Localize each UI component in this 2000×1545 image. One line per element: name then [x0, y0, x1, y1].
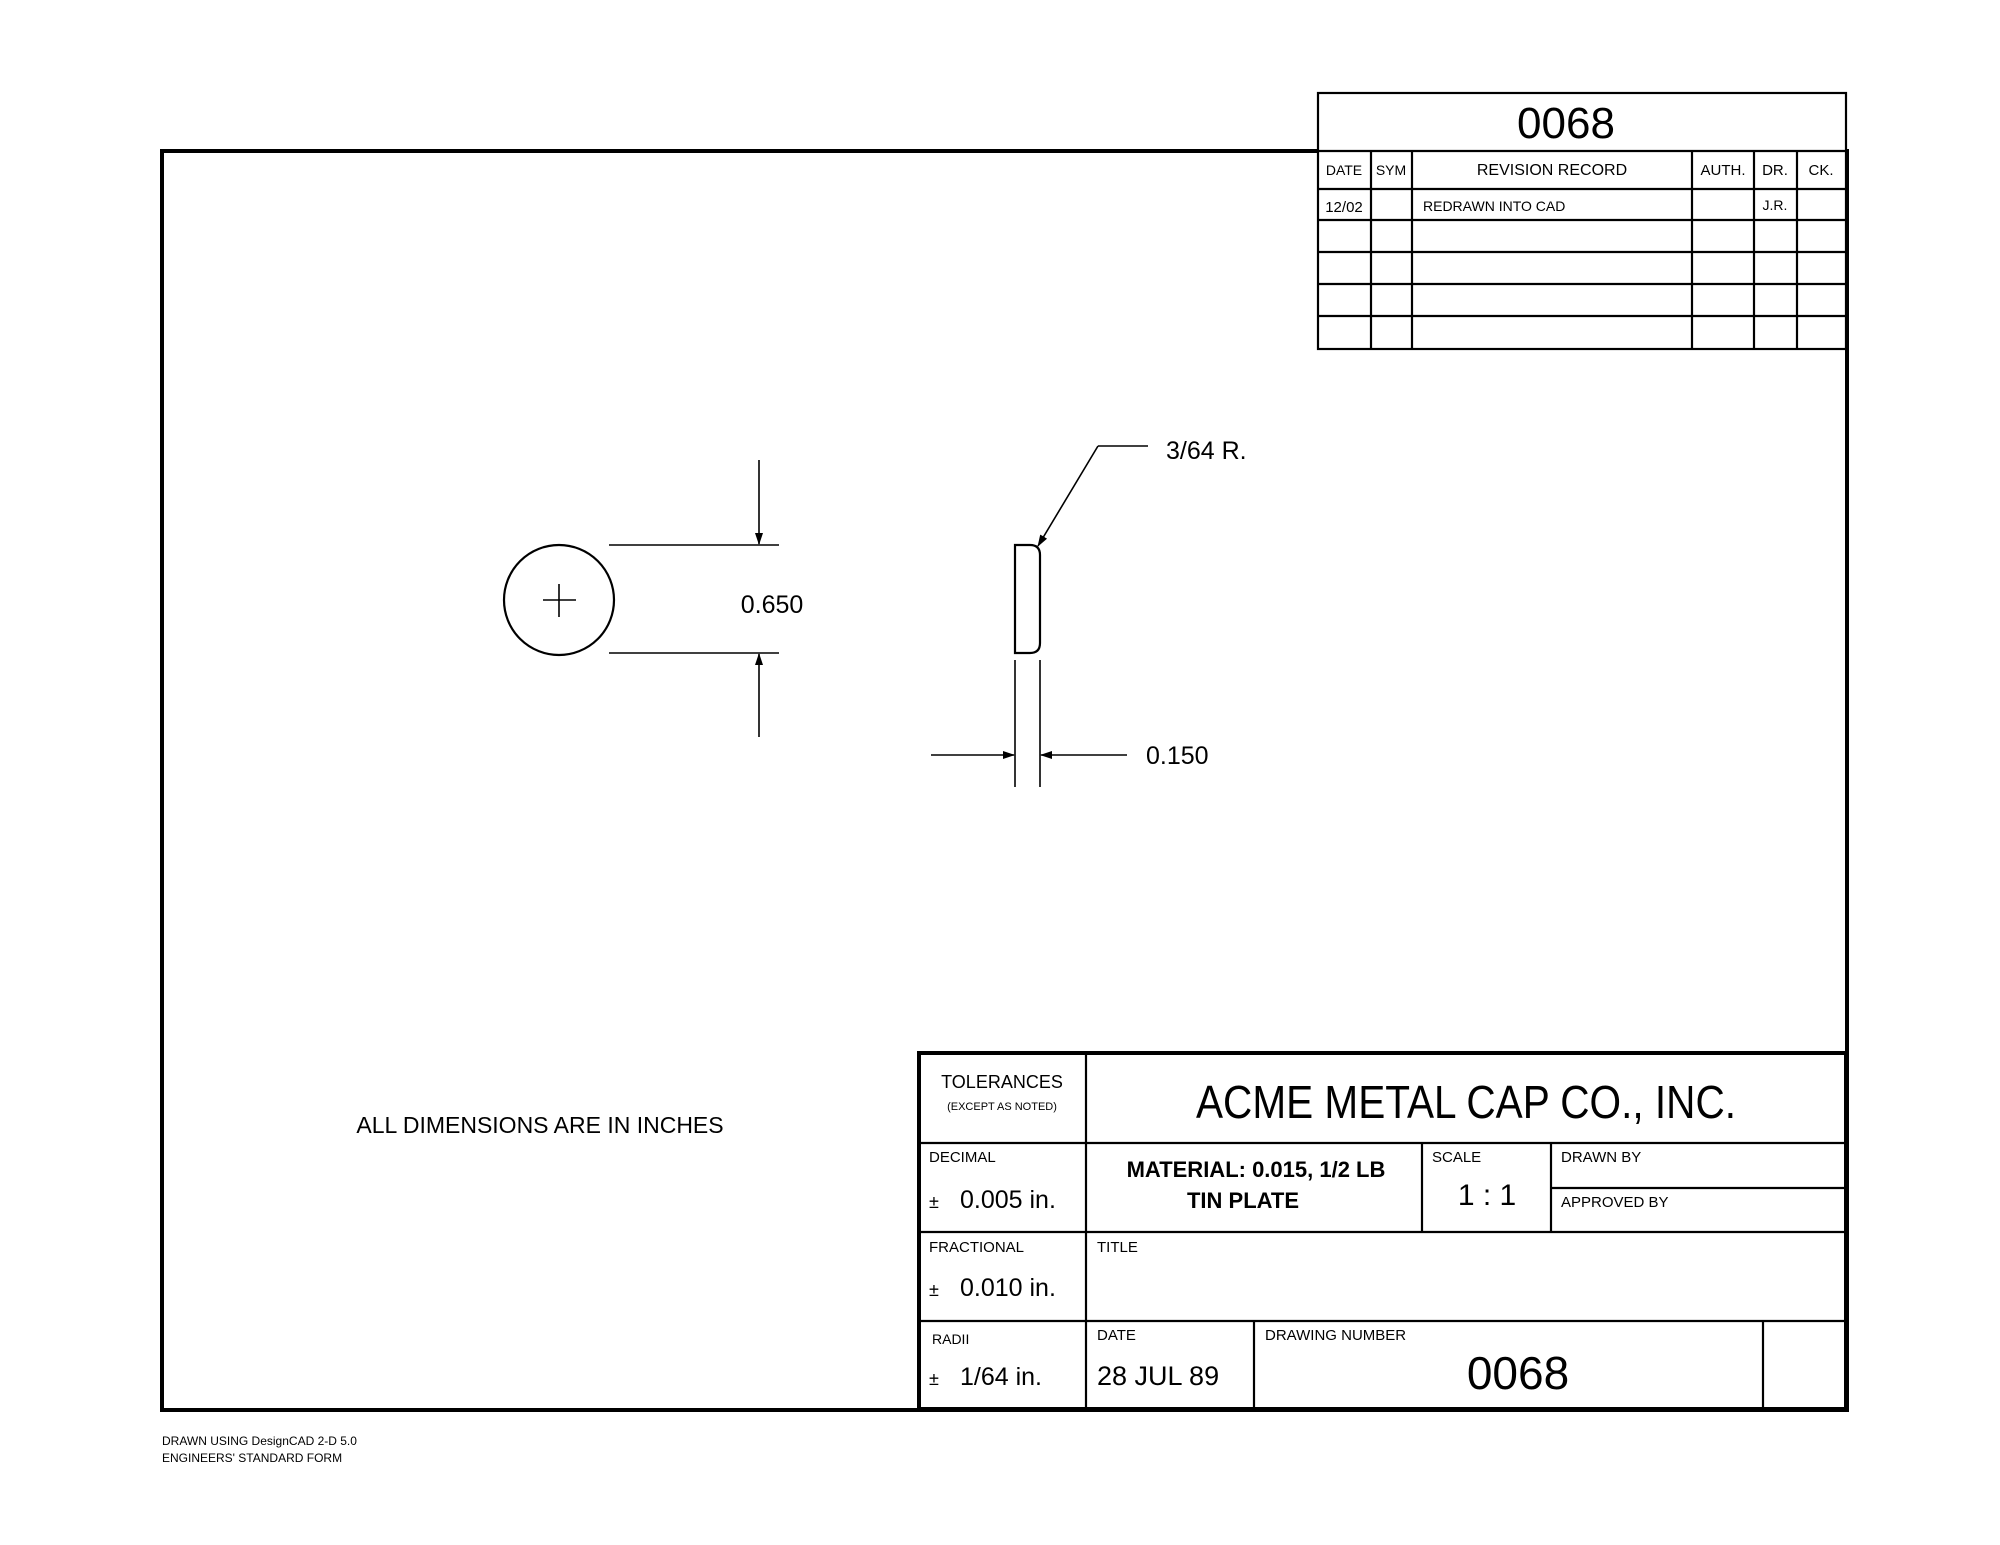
diameter-label: 0.650 — [741, 591, 804, 619]
rev-header-date: DATE — [1326, 162, 1362, 178]
rev-row-dr: J.R. — [1763, 197, 1788, 213]
diameter-dimension: 0.650 — [609, 460, 803, 737]
side-view — [1013, 543, 1042, 655]
fractional-label: FRACTIONAL — [929, 1239, 1024, 1256]
decimal-plus-minus: ± — [929, 1192, 939, 1212]
footer-software: DRAWN USING DesignCAD 2-D 5.0 — [162, 1434, 357, 1448]
drawn-by-label: DRAWN BY — [1561, 1149, 1641, 1166]
radii-label: RADII — [932, 1331, 969, 1347]
decimal-label: DECIMAL — [929, 1149, 996, 1166]
disc-profile — [1013, 543, 1042, 655]
revision-drawing-number: 0068 — [1517, 99, 1615, 148]
scale-label: SCALE — [1432, 1149, 1481, 1166]
drawing-number-label: DRAWING NUMBER — [1265, 1327, 1406, 1344]
tolerances-label: TOLERANCES — [941, 1072, 1063, 1092]
decimal-value: 0.005 in. — [960, 1186, 1056, 1214]
rev-header-record: REVISION RECORD — [1477, 162, 1627, 179]
fractional-plus-minus: ± — [929, 1280, 939, 1300]
material-line-1: MATERIAL: 0.015, 1/2 LB — [1127, 1157, 1386, 1182]
title-label: TITLE — [1097, 1239, 1138, 1256]
rev-header-dr: DR. — [1762, 162, 1788, 179]
radius-label: 3/64 R. — [1166, 437, 1247, 465]
date-value: 28 JUL 89 — [1097, 1361, 1219, 1391]
front-view — [502, 543, 616, 657]
thickness-dimension: 0.150 — [931, 660, 1209, 787]
radius-callout: 3/64 R. — [1037, 437, 1247, 547]
radius-leader-arrow — [1037, 445, 1099, 547]
units-note: ALL DIMENSIONS ARE IN INCHES — [356, 1112, 723, 1138]
title-block: TOLERANCES (EXCEPT AS NOTED) ACME METAL … — [917, 1051, 1848, 1411]
revision-block: 0068 DATE SYM REVISION RECORD AUTH. DR. … — [1316, 91, 1848, 351]
company-name: ACME METAL CAP CO., INC. — [1196, 1076, 1736, 1128]
footer-form: ENGINEERS' STANDARD FORM — [162, 1451, 342, 1465]
approved-by-label: APPROVED BY — [1561, 1194, 1669, 1211]
thickness-label: 0.150 — [1146, 742, 1209, 770]
date-label: DATE — [1097, 1327, 1136, 1344]
rev-row-record: REDRAWN INTO CAD — [1423, 198, 1565, 214]
rev-header-sym: SYM — [1376, 162, 1406, 178]
rev-row-date: 12/02 — [1325, 199, 1363, 216]
drawing-number-value: 0068 — [1467, 1347, 1569, 1399]
rev-header-auth: AUTH. — [1701, 162, 1746, 179]
rev-header-ck: CK. — [1808, 162, 1833, 179]
radii-plus-minus: ± — [929, 1369, 939, 1389]
fractional-value: 0.010 in. — [960, 1274, 1056, 1302]
radii-value: 1/64 in. — [960, 1363, 1042, 1391]
scale-value: 1 : 1 — [1458, 1179, 1516, 1212]
tolerances-sublabel: (EXCEPT AS NOTED) — [947, 1101, 1057, 1113]
material-line-2: TIN PLATE — [1187, 1188, 1299, 1213]
disc-outline — [502, 543, 616, 657]
